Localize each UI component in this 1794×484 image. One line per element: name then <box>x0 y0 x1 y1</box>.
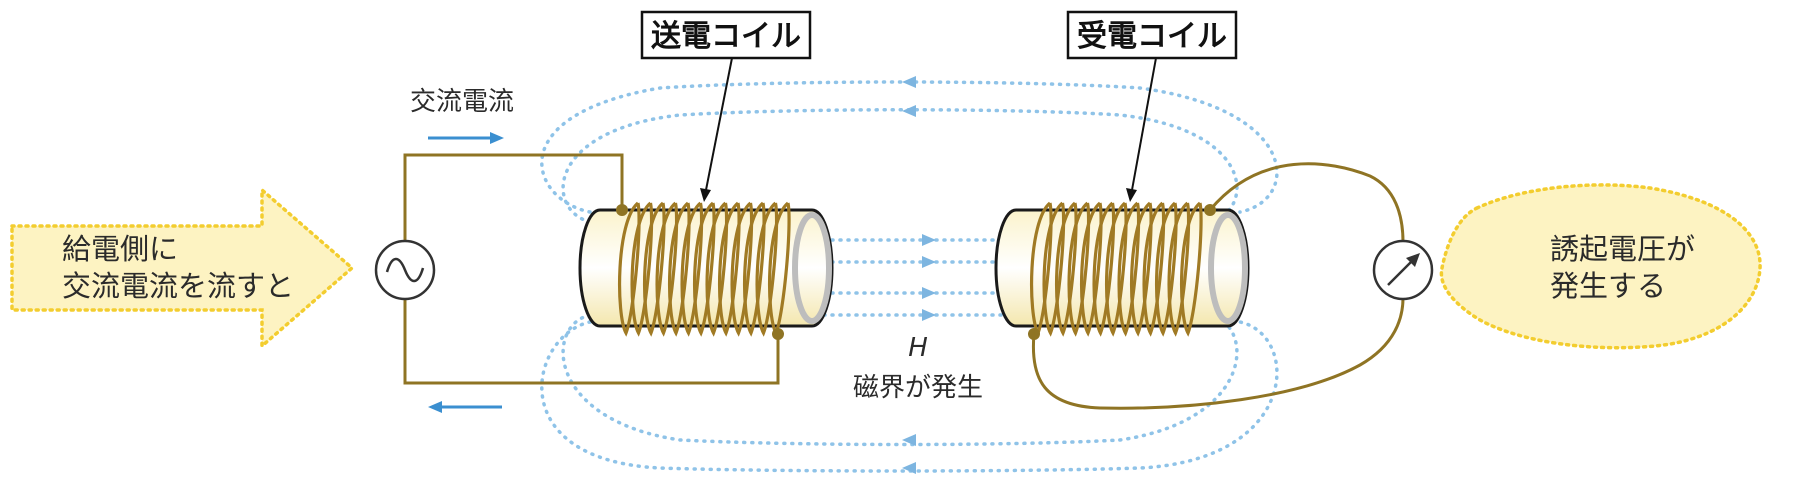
field-arrow-center-1 <box>922 234 936 246</box>
winding-turn <box>1117 201 1141 337</box>
input-callout: 給電側に 交流電流を流すと <box>10 186 355 350</box>
winding-turn <box>617 201 641 337</box>
winding-turn <box>630 201 654 337</box>
winding-turn <box>730 201 754 337</box>
field-arrow-top-inner <box>902 105 916 117</box>
field-arrow-bottom-inner <box>902 434 916 446</box>
field-arrow-center-3 <box>922 287 936 299</box>
tx-coil-end <box>792 212 832 324</box>
winding-turn <box>1079 201 1103 337</box>
receiver-circuit <box>1031 162 1434 410</box>
winding-turn <box>667 201 691 337</box>
tx-coil-label: 送電コイル <box>640 10 812 202</box>
winding-turn <box>1179 201 1203 337</box>
winding-turn <box>755 201 779 337</box>
winding-turn <box>680 201 704 337</box>
input-text-line1: 給電側に <box>62 232 178 266</box>
winding-turn <box>717 201 741 337</box>
tx-wire-bottom <box>403 295 780 385</box>
ac-source-icon <box>374 239 436 301</box>
voltmeter-icon <box>1372 239 1434 301</box>
winding-turn <box>1142 201 1166 337</box>
rx-coil-windings <box>1029 201 1203 337</box>
field-arrow-center-2 <box>922 256 936 268</box>
output-text-line2: 発生する <box>1550 269 1666 303</box>
winding-turn <box>642 201 666 337</box>
winding-turn <box>655 201 679 337</box>
magnetic-field-lines <box>540 80 1279 473</box>
rx-coil-pointer <box>1131 57 1157 191</box>
tx-coil-windings <box>617 201 791 337</box>
tx-coil <box>578 201 834 340</box>
rx-coil <box>994 201 1250 340</box>
rx-coil-label-box <box>1066 10 1238 60</box>
input-text-line2: 交流電流を流すと <box>62 269 294 303</box>
output-text-line1: 誘起電圧が <box>1550 232 1695 266</box>
current-arrowhead-bottom <box>428 401 442 413</box>
field-loop-upper-outer <box>540 80 1279 214</box>
rx-coil-label-text: 受電コイル <box>1077 19 1227 54</box>
transmitter-circuit: 交流電流 <box>374 87 780 413</box>
current-arrowhead-top <box>490 132 504 144</box>
field-direction-arrows <box>902 76 936 474</box>
field-loop-upper-inner <box>561 108 1239 224</box>
winding-turn <box>1104 201 1128 337</box>
winding-turn <box>1129 201 1153 337</box>
rx-coil-end <box>1208 212 1248 324</box>
ac-current-label: 交流電流 <box>410 87 514 117</box>
tx-coil-label-text: 送電コイル <box>651 19 801 54</box>
winding-turn <box>705 201 729 337</box>
winding-turn <box>1154 201 1178 337</box>
tx-coil-label-box <box>640 10 812 60</box>
field-loop-lower-outer <box>540 320 1279 473</box>
winding-turn <box>1167 201 1191 337</box>
tx-wire-top <box>403 153 624 245</box>
rx-wire-bottom <box>1031 297 1405 410</box>
field-arrow-bottom-outer <box>902 462 916 474</box>
field-arrow-top-outer <box>902 76 916 88</box>
rx-coil-label: 受電コイル <box>1066 10 1238 202</box>
tx-terminal-top <box>616 204 628 216</box>
winding-turn <box>1042 201 1066 337</box>
field-loop-lower-inner <box>561 313 1239 447</box>
tx-terminal-bottom <box>772 328 784 340</box>
winding-turn <box>692 201 716 337</box>
winding-turn <box>1067 201 1091 337</box>
winding-turn <box>1092 201 1116 337</box>
field-annotation: 磁界が発生 <box>853 373 983 403</box>
field-symbol: H <box>908 333 928 363</box>
output-callout: 誘起電圧が 発生する <box>1439 183 1762 350</box>
winding-turn <box>1054 201 1078 337</box>
field-arrow-center-4 <box>922 309 936 321</box>
tx-coil-pointer <box>705 57 733 191</box>
rx-wire-top <box>1208 162 1405 243</box>
winding-turn <box>742 201 766 337</box>
